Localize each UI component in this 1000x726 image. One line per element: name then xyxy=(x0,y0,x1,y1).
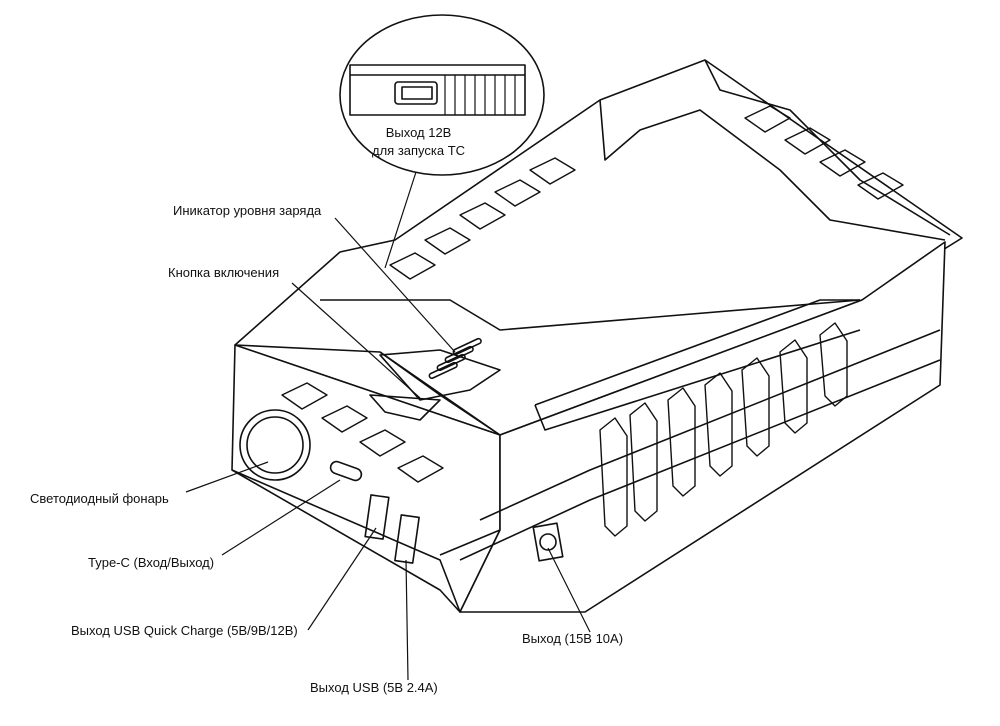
label-type-c: Type-C (Вход/Выход) xyxy=(88,555,215,570)
label-12v-output: Выход 12В для запуска ТС xyxy=(372,124,465,160)
label-12v-line2: для запуска ТС xyxy=(372,143,466,158)
charge-indicator-leds xyxy=(428,337,482,380)
label-led-flashlight: Светодиодный фонарь xyxy=(30,491,169,506)
device-body xyxy=(231,59,963,613)
leader-lines xyxy=(185,171,591,681)
flashlight-lens xyxy=(239,409,311,481)
label-usb-output: Выход USB (5В 2.4А) xyxy=(310,680,438,695)
label-usb-quick-charge: Выход USB Quick Charge (5В/9В/12В) xyxy=(71,623,298,638)
inset-12v-output xyxy=(339,14,545,176)
usb-qc-port xyxy=(364,494,390,540)
label-12v-line1: Выход 12В xyxy=(385,125,452,140)
label-power-button: Кнопка включения xyxy=(168,265,280,280)
label-dc-output: Выход (15В 10А) xyxy=(522,631,624,646)
label-charge-indicator: Иникатор уровня заряда xyxy=(173,203,322,218)
usb-port xyxy=(394,514,420,564)
type-c-port xyxy=(329,460,363,482)
dc-output-port xyxy=(532,522,564,562)
grip-ridges xyxy=(281,105,904,537)
